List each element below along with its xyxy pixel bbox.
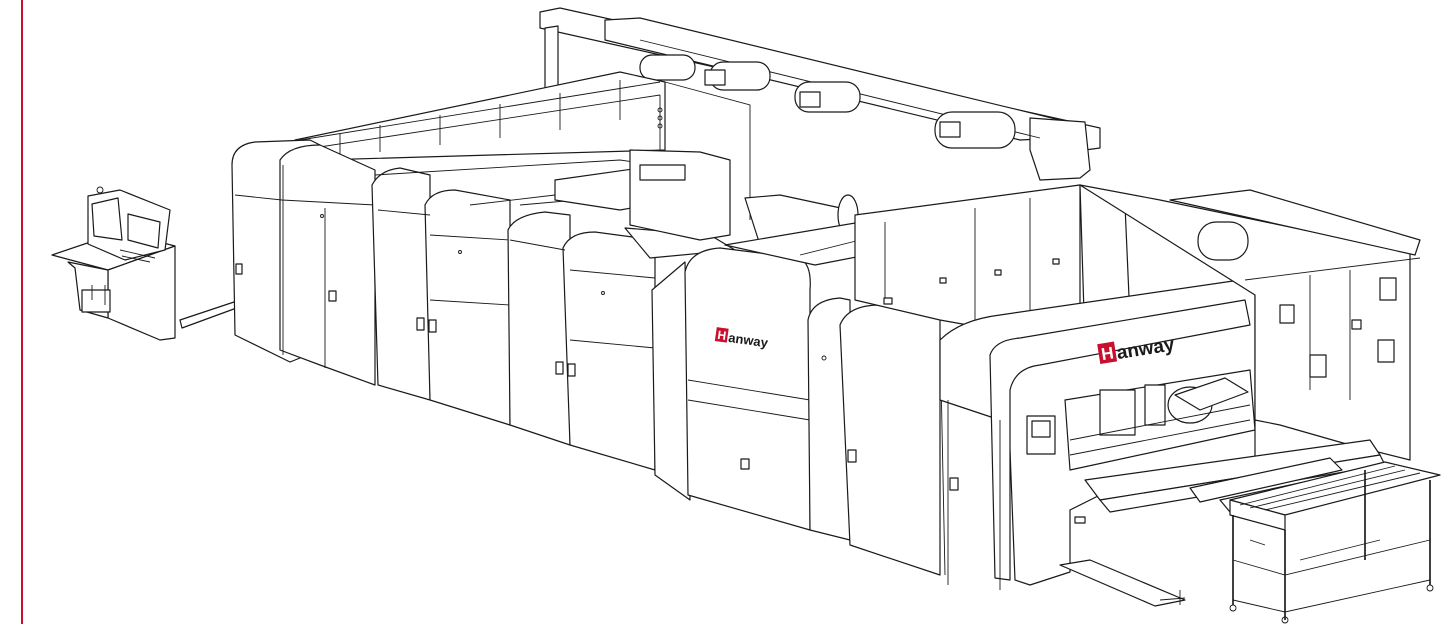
overhead-gantry xyxy=(539,7,1101,181)
brand-logo-text: anway xyxy=(727,330,769,350)
rear-guard-rail xyxy=(294,71,751,220)
brand-logo-mark-large xyxy=(1097,341,1118,364)
left-accent-rule xyxy=(21,0,23,624)
control-console-icon xyxy=(51,186,176,341)
module-3 xyxy=(507,149,736,471)
output-conveyor-table xyxy=(1229,461,1441,624)
feeder-housing xyxy=(939,279,1256,590)
right-cabinet xyxy=(1079,184,1421,461)
brand-logo-text-large: anway xyxy=(1115,334,1176,364)
brand-logo-initial: H xyxy=(717,328,728,343)
module-1 xyxy=(231,139,376,386)
brand-logo-large: H anway xyxy=(1097,334,1176,364)
brand-logo-small: H anway xyxy=(714,327,770,350)
brand-logo-mark xyxy=(714,327,729,343)
brand-logo-initial-large: H xyxy=(1100,343,1115,364)
